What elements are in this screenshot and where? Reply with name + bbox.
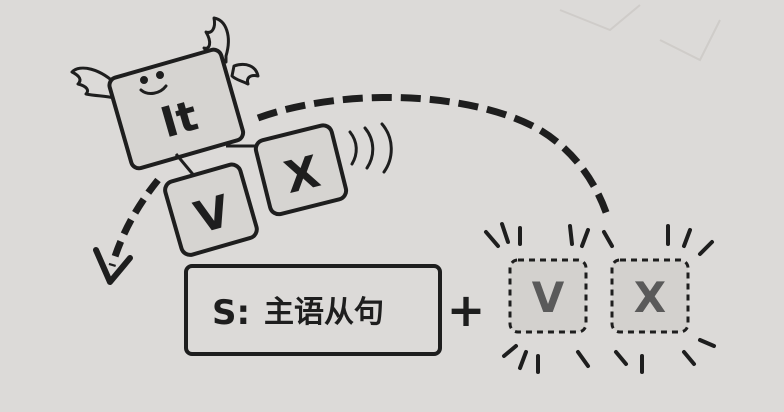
subject-clause-label: 主语从句 xyxy=(264,295,384,330)
tilted-v-box: V xyxy=(163,162,259,257)
left-wing-icon xyxy=(70,66,120,100)
dashed-x-box: X xyxy=(610,258,690,334)
dashed-x-label: X xyxy=(634,273,666,322)
smiley-face-icon xyxy=(139,71,168,95)
it-character: It xyxy=(70,16,262,179)
subject-clause-prefix: S: xyxy=(212,293,250,333)
arrowhead-icon xyxy=(93,247,133,285)
burst-lines-v-icon xyxy=(484,222,590,374)
plus-sign: + xyxy=(447,283,486,337)
subject-clause-box: S: 主语从句 xyxy=(184,264,442,356)
burst-lines-x-icon xyxy=(602,224,716,374)
motion-marks-icon xyxy=(348,122,393,174)
dashed-arc-to-verb xyxy=(256,93,612,220)
background-texture xyxy=(559,4,721,62)
tilted-x-box: X xyxy=(253,123,349,217)
dashed-v-box: V xyxy=(508,258,588,334)
dashed-v-label: V xyxy=(532,273,565,322)
dashed-arc-to-clause xyxy=(108,177,161,267)
